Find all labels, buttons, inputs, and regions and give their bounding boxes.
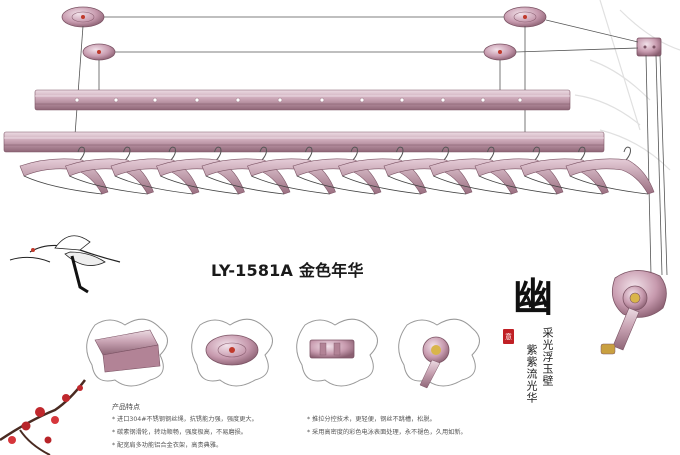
clothes-hanger <box>156 146 245 195</box>
clothes-hanger <box>19 146 109 195</box>
feature-item: * 推拉分控技术，更轻便，钢丝不跳槽，松脱。 <box>307 416 436 423</box>
crank-icon <box>600 270 667 355</box>
features-heading: 产品特点 <box>112 403 140 411</box>
upper-drying-rod <box>34 89 571 111</box>
feature-item: * 配宽肩多功能铝合金衣架，高贵典雅。 <box>112 442 223 449</box>
calligraphy-big-char: 幽 <box>513 274 553 321</box>
clothes-hanger <box>474 146 564 195</box>
clothes-hanger <box>429 146 518 195</box>
feature-item: * 碳素钢滑轮，转动顺畅，强度极高，不易磨损。 <box>112 429 247 436</box>
lower-drying-rod <box>3 131 605 153</box>
bamboo-decoration <box>574 0 680 171</box>
wall-bracket <box>636 37 662 57</box>
clothes-hanger <box>520 146 609 195</box>
ceiling-pulley-3 <box>82 43 116 61</box>
clothes-hanger <box>338 146 427 195</box>
detail-medallion-crank <box>398 318 480 389</box>
red-seal-stamp: 意 <box>503 329 514 344</box>
clothes-hanger <box>110 146 200 195</box>
model-title: LY-1581A 金色年华 <box>211 261 364 280</box>
clothes-hanger <box>247 146 336 195</box>
feature-item: * 采用高密度的彩色电泳表面处理，永不褪色，久用如新。 <box>307 429 467 436</box>
feature-item: * 进口304#不锈钢钢丝绳，抗锈能力强，强度更大。 <box>112 416 258 423</box>
hanger-group <box>19 146 655 195</box>
detail-medallion-bracket <box>296 318 378 387</box>
ceiling-pulley-4 <box>483 43 517 61</box>
ceiling-pulley-1 <box>61 6 105 28</box>
clothes-hanger <box>565 146 655 195</box>
calligraphy-line-2: 紫紫流光华 <box>525 344 538 404</box>
detail-medallion-rod <box>86 318 168 387</box>
calligraphy-line-1: 采光浮玉壁 <box>541 327 554 387</box>
plum-blossom-icon <box>0 379 86 455</box>
clothes-hanger <box>65 146 154 195</box>
steel-wires <box>74 16 668 276</box>
clothes-hanger <box>201 146 291 195</box>
detail-medallion-pulley <box>191 318 273 387</box>
clothes-hanger <box>292 146 382 195</box>
clothes-hanger <box>383 146 473 195</box>
crane-icon <box>9 235 121 294</box>
ceiling-pulley-2 <box>503 6 547 28</box>
